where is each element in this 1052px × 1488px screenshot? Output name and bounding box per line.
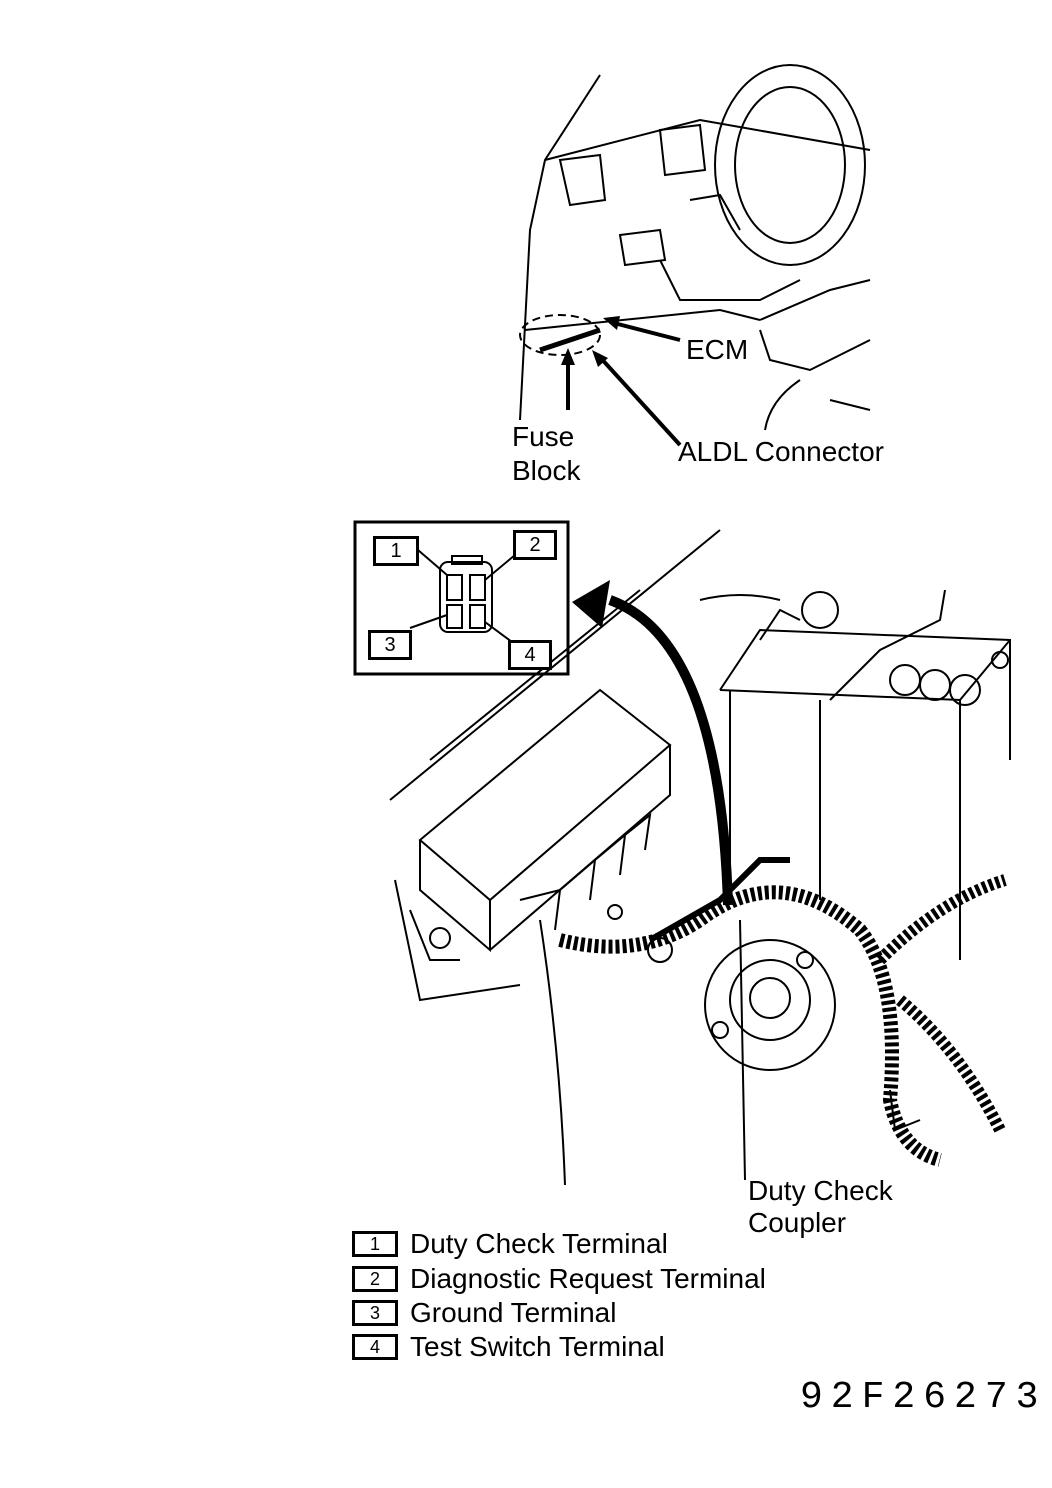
- dashboard-illustration: [519, 64, 871, 431]
- fuse-block-label-line1: Fuse: [512, 421, 575, 452]
- connector-drawing: [409, 549, 516, 643]
- inset-frame: [353, 520, 570, 676]
- inset-terminal-1: 1: [373, 536, 419, 566]
- top-arrows: [566, 320, 682, 447]
- inset-terminal-3: 3: [368, 630, 412, 660]
- legend-number-box: 3: [352, 1300, 398, 1326]
- legend-item: 4 Test Switch Terminal: [352, 1331, 665, 1363]
- figure-id: 92F26273: [800, 1376, 1047, 1419]
- legend-text: Test Switch Terminal: [410, 1331, 665, 1362]
- legend-item: 3 Ground Terminal: [352, 1297, 616, 1329]
- legend-item: 2 Diagnostic Request Terminal: [352, 1263, 766, 1295]
- inset-terminal-2: 2: [513, 530, 557, 560]
- legend-item: 1 Duty Check Terminal: [352, 1228, 668, 1260]
- legend-text: Ground Terminal: [410, 1297, 617, 1328]
- legend-text: Diagnostic Request Terminal: [410, 1263, 766, 1294]
- engine-bay-illustration: [389, 529, 1011, 1186]
- fuse-block-label-line2: Block: [512, 455, 581, 486]
- legend-number-box: 2: [352, 1266, 398, 1292]
- ecm-label: ECM: [686, 334, 749, 365]
- legend-number-box: 1: [352, 1231, 398, 1257]
- duty-check-coupler-label-line1: Duty Check: [748, 1175, 893, 1206]
- legend-number-box: 4: [352, 1334, 398, 1360]
- aldl-connector-label: ALDL Connector: [678, 436, 884, 467]
- legend-text: Duty Check Terminal: [410, 1228, 668, 1259]
- inset-terminal-4: 4: [508, 640, 552, 670]
- duty-check-coupler-label-line2: Coupler: [748, 1207, 847, 1238]
